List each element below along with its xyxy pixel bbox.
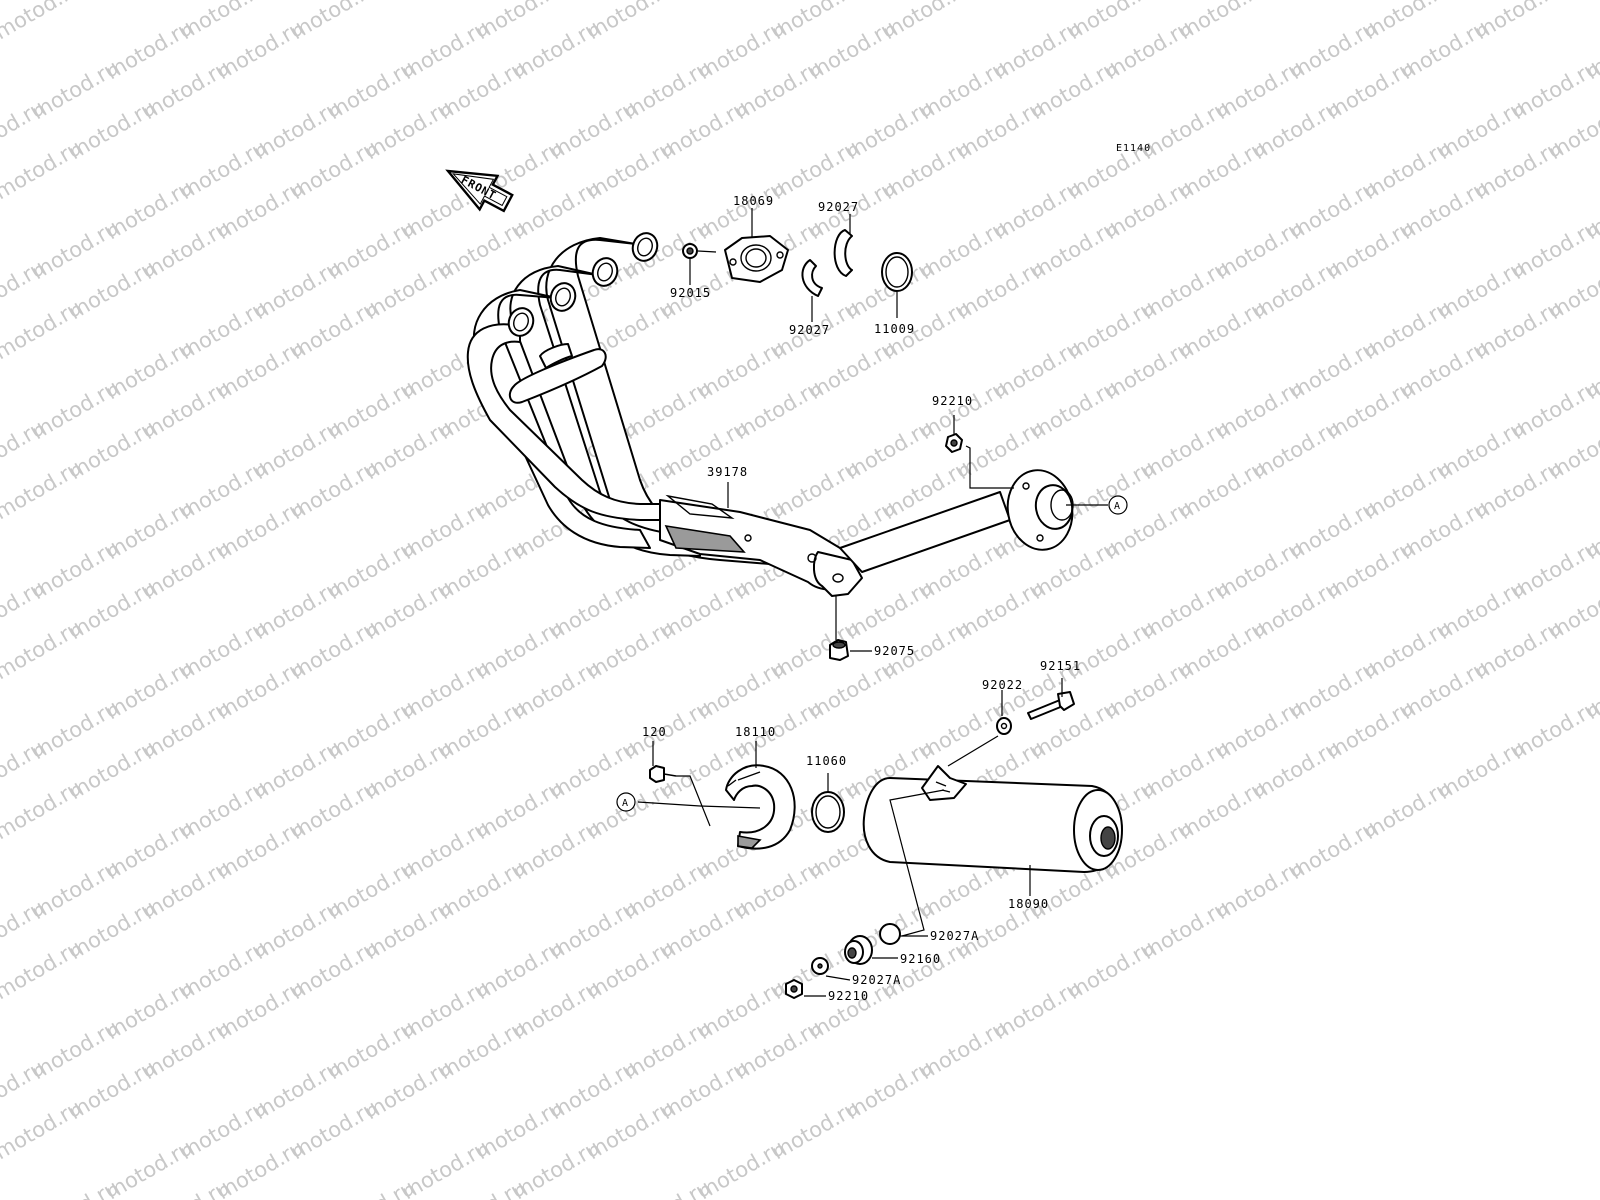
label-18090: 18090 [1008, 897, 1049, 911]
watermark-text: motod.ru [953, 0, 1048, 4]
nut-92015-part [682, 243, 717, 285]
watermark-text: motod.ru [1545, 415, 1600, 484]
reference-a-left [616, 792, 636, 812]
label-120: 120 [642, 725, 667, 739]
watermark-text: motod.ru [1249, 0, 1344, 4]
watermark-text: motod.ru [287, 0, 382, 44]
gasket-11009-part [881, 252, 913, 318]
nut-92210-top-part [945, 415, 1014, 489]
watermark-text: motod.ru [1545, 95, 1600, 164]
label-18110: 18110 [735, 725, 776, 739]
front-arrow-icon: FRONT [445, 169, 514, 213]
watermark-text: motod.ru [879, 0, 974, 44]
label-92160: 92160 [900, 952, 941, 966]
label-39178: 39178 [707, 465, 748, 479]
label-92210-bottom: 92210 [828, 989, 869, 1003]
label-92075: 92075 [874, 644, 915, 658]
label-92027a-top: 92027A [930, 929, 979, 943]
watermark-text: motod.ru [1545, 575, 1600, 644]
nut-92210-bottom-part [785, 979, 826, 999]
exhaust-header-pipes [466, 232, 1074, 597]
gasket-11060-part [811, 773, 845, 833]
reference-a-right [1066, 495, 1128, 515]
watermark-text: motod.ru [65, 0, 160, 4]
watermark-text: motod.ru [1545, 255, 1600, 324]
label-92027-top: 92027 [818, 200, 859, 214]
label-92027a-bottom: 92027A [852, 973, 901, 987]
washer-92022-part [996, 690, 1012, 735]
label-92015: 92015 [670, 286, 711, 300]
label-ref-a-right: A [1114, 501, 1120, 512]
muffler-18090-part [862, 735, 1123, 937]
split-keeper-92027-parts [801, 214, 853, 322]
mount-washer-92027a-top [879, 923, 928, 945]
heat-shield-18110-part [637, 741, 796, 850]
watermark-text: motod.ru [1471, 0, 1566, 44]
label-92151: 92151 [1040, 659, 1081, 673]
flange-18069-part [724, 208, 789, 283]
label-18069: 18069 [733, 194, 774, 208]
grommet-92075-part [829, 596, 872, 661]
watermark-text: motod.ru [583, 0, 678, 44]
grommet-92160-part [844, 935, 898, 965]
label-11009: 11009 [874, 322, 915, 336]
bolt-92151-part [1027, 678, 1075, 720]
watermark-text: motod.ru [361, 0, 456, 4]
watermark-text: motod.ru [657, 0, 752, 4]
watermark-text: motod.ru [0, 0, 86, 44]
label-92210-top: 92210 [932, 394, 973, 408]
label-92027-mid: 92027 [789, 323, 830, 337]
bolt-120-part [649, 741, 711, 827]
diagram-code: E1140 [1116, 143, 1151, 154]
label-11060: 11060 [806, 754, 847, 768]
watermark-text: motod.ru [1175, 0, 1270, 44]
label-ref-a-left: A [622, 798, 628, 809]
label-92022: 92022 [982, 678, 1023, 692]
mount-washer-92027a-bottom [811, 957, 851, 981]
